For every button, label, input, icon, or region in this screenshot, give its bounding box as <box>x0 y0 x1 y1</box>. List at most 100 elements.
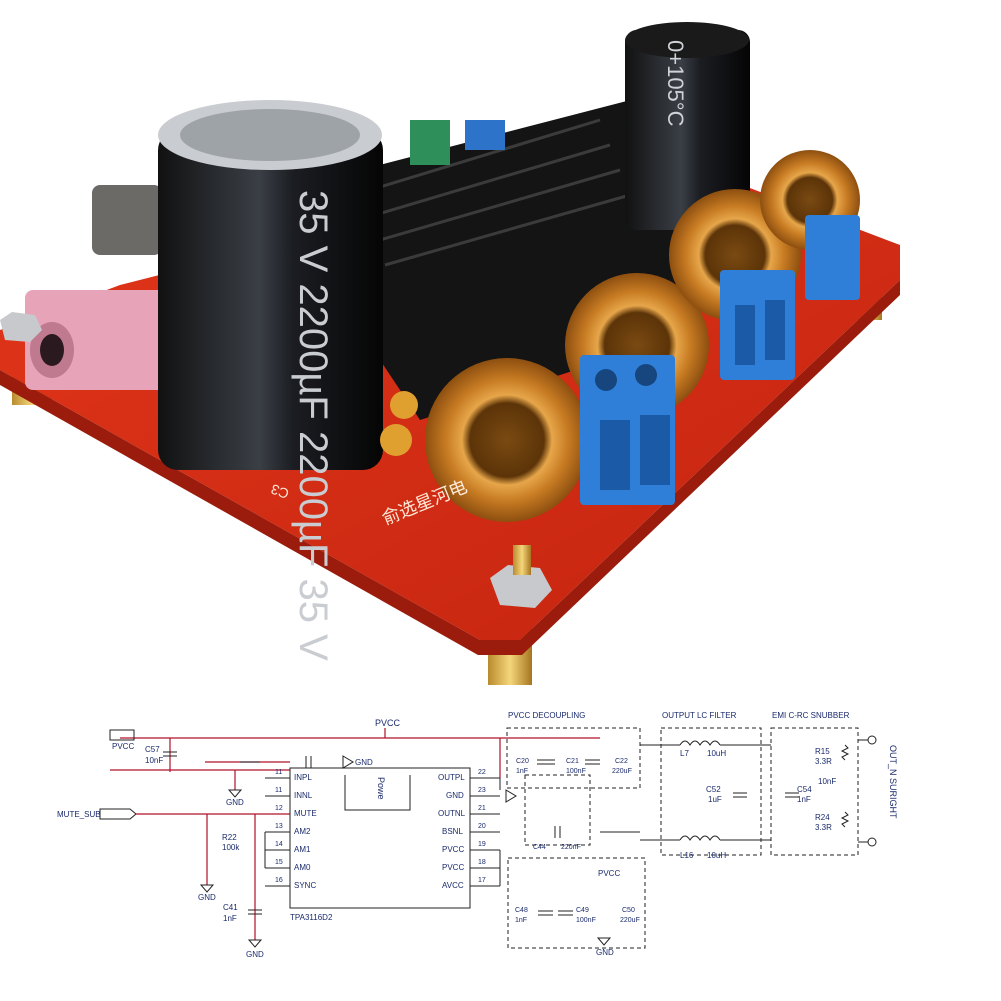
pvcc-input-box <box>109 729 135 741</box>
yellow-capacitor-1 <box>390 391 418 419</box>
pvcc-label-lower: PVCC <box>598 869 620 878</box>
pin-name: PVCC <box>442 845 464 854</box>
pin-name: PVCC <box>442 863 464 872</box>
c54-label: C54 <box>797 785 812 794</box>
pin-num: 21 <box>478 805 486 812</box>
pin-name: SYNC <box>294 881 316 890</box>
l7-value: 10uH <box>707 749 726 758</box>
toroid-inductor-1 <box>425 358 589 522</box>
pin-num: 16 <box>275 877 283 884</box>
c48-label: C48 <box>515 907 528 914</box>
pin-name: BSNL <box>442 827 463 836</box>
mute-sub-label: MUTE_SUB <box>57 810 101 819</box>
pvcc-label-top: PVCC <box>375 718 401 728</box>
c22-label: C22 <box>615 758 628 765</box>
terminal-block-1 <box>580 355 675 505</box>
gnd-symbol-3 <box>247 939 263 948</box>
pin-name: INNL <box>294 791 313 800</box>
c49-value: 100nF <box>576 917 596 924</box>
pvcc-label-left: PVCC <box>112 742 134 751</box>
chip-right-pins: OUTPL 22 GND 23 OUTNL 21 BSNL 20 PVCC 19… <box>438 769 517 890</box>
r24-value: 3.3R <box>815 823 832 832</box>
pin-num: 17 <box>478 877 486 884</box>
gnd-label-top: GND <box>355 758 373 767</box>
c44-box <box>524 774 591 846</box>
lc-filter-box <box>660 727 762 856</box>
pin-num: 19 <box>478 841 486 848</box>
gnd-symbol-4 <box>596 937 612 946</box>
c20-label: C20 <box>516 758 529 765</box>
decoupling-box <box>506 727 641 789</box>
pin-name: GND <box>446 791 464 800</box>
c50-label: C50 <box>622 907 635 914</box>
gnd-flag-top <box>342 755 354 769</box>
audio-jack <box>25 290 175 390</box>
potentiometer <box>92 185 162 255</box>
r22-label: R22 <box>222 833 237 842</box>
section-emi-snubber: EMI C-RC SNUBBER <box>772 711 850 720</box>
c52-label: C52 <box>706 785 721 794</box>
c57-label: C57 <box>145 745 160 754</box>
section-pvcc-decoupling: PVCC DECOUPLING <box>508 711 585 720</box>
c50-value: 220uF <box>620 917 640 924</box>
blue-trimmer <box>465 120 505 150</box>
capacitor-2200uf: 35 V 2200µF 2200µF 35 V <box>158 100 383 661</box>
chip-power-label: Powe <box>376 777 386 800</box>
pin-name: OUTNL <box>438 809 466 818</box>
pin-num: 20 <box>478 823 486 830</box>
c49-label: C49 <box>576 907 589 914</box>
amplifier-board-photo: 35 V 2200µF 2200µF 35 V 0+105°C 俞选星河电 C3 <box>0 22 900 685</box>
mute-sub-flag <box>99 808 137 820</box>
c52-value: 1uF <box>708 795 722 804</box>
gnd-symbol-2 <box>199 884 215 893</box>
c54-value: 1nF <box>797 795 811 804</box>
c22-value: 220uF <box>612 768 632 775</box>
gnd-symbol-1 <box>227 789 243 798</box>
tpa3116d2-chip <box>289 767 471 909</box>
r15-label: R15 <box>815 747 830 756</box>
l7-label: L7 <box>680 749 689 758</box>
circuit-schematic: PVCC PVCC C57 10nF GND GND MUTE_SUB R22 … <box>0 690 1001 1001</box>
l16-value: 10uH <box>707 851 726 860</box>
c41-value: 1nF <box>223 914 237 923</box>
pin-name: OUTPL <box>438 773 465 782</box>
pin-num: 15 <box>275 859 283 866</box>
pin-num: 23 <box>478 787 486 794</box>
capacitor-rear-marking: 0+105°C <box>663 40 688 127</box>
chip-name: TPA3116D2 <box>290 913 333 922</box>
pin-name: INPL <box>294 773 312 782</box>
snubber-cap-value: 10nF <box>818 777 836 786</box>
c57-value: 10nF <box>145 756 163 765</box>
green-trimmer <box>410 120 450 165</box>
heatsink-fins <box>369 118 631 267</box>
terminal-block-3 <box>805 215 860 300</box>
pin-name: MUTE <box>294 809 317 818</box>
pin-name: AVCC <box>442 881 464 890</box>
gnd-label-3: GND <box>246 950 264 959</box>
gnd-label-2: GND <box>198 893 216 902</box>
gnd-label-1: GND <box>226 798 244 807</box>
c44-label: C44 <box>533 844 546 851</box>
board-ref: C3 <box>269 481 291 502</box>
c21-value: 100nF <box>566 768 586 775</box>
pin-num: 11 <box>275 769 282 776</box>
capacitor-rear: 0+105°C <box>625 22 750 230</box>
chip-left-pins: 11 INPL 11 INNL 12 MUTE 13 AM2 14 AM1 15… <box>264 769 317 890</box>
c21-label: C21 <box>566 758 579 765</box>
pin-name: AM0 <box>294 863 311 872</box>
screw-front <box>513 545 531 575</box>
pin-num: 11 <box>275 787 282 794</box>
lower-decoupling-box <box>507 857 646 949</box>
pin-name: AM1 <box>294 845 311 854</box>
c20-value: 1nF <box>516 768 528 775</box>
pin-num: 13 <box>275 823 283 830</box>
c48-value: 1nF <box>515 917 527 924</box>
terminal-block-2 <box>720 270 795 380</box>
nut-left <box>0 312 42 342</box>
l16-label: L16 <box>680 851 694 860</box>
pin-num: 14 <box>275 841 283 848</box>
c44-value: 220nF <box>561 844 581 851</box>
gnd-label-4: GND <box>596 948 614 957</box>
pin-name: AM2 <box>294 827 311 836</box>
section-output-lc: OUTPUT LC FILTER <box>662 711 737 720</box>
